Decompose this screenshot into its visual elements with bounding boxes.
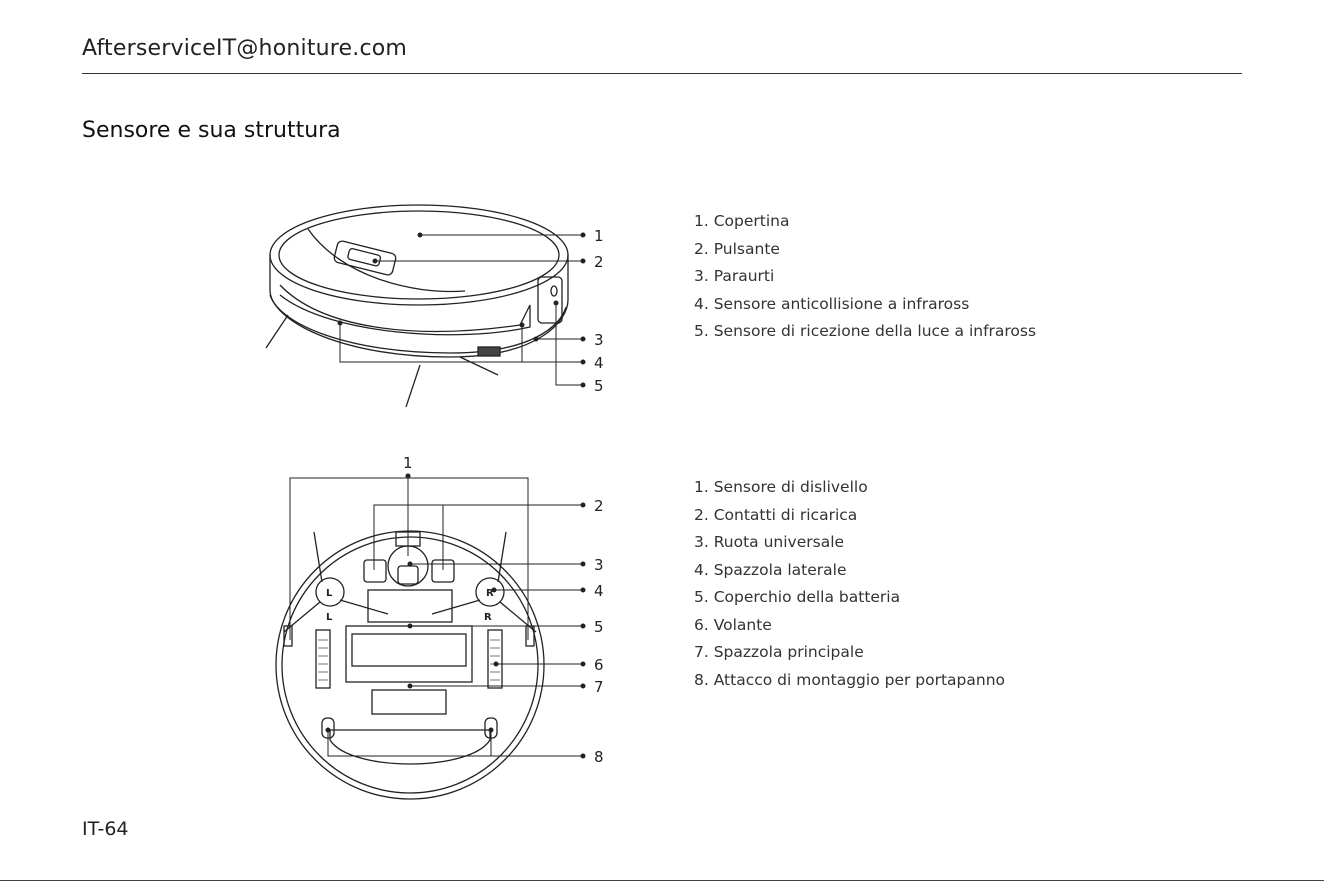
hub-letter-left: L <box>326 588 333 599</box>
drive-wheel-right <box>487 629 503 689</box>
robot-bottom-view-figure: L R L R 1 2 3 4 5 6 7 8 <box>260 450 620 810</box>
robot-button-panel <box>333 240 397 276</box>
battery-cover <box>367 589 453 623</box>
robot-bottom-view-illustration: L R L R 1 2 3 4 5 6 7 8 <box>275 454 604 800</box>
bottom-legend-item: 7. Spazzola principale <box>694 643 864 661</box>
callout-bottom-8: 8 <box>594 748 604 766</box>
header-email: AfterserviceIT@honiture.com <box>82 36 408 61</box>
bottom-legend-item: 8. Attacco di montaggio per portapanno <box>694 670 1006 689</box>
callout-bottom-1: 1 <box>403 454 413 472</box>
bottom-slot <box>371 689 447 715</box>
callout-bottom-7: 7 <box>594 678 604 696</box>
bottom-legend-item: 1. Sensore di dislivello <box>694 478 868 496</box>
callout-top-3: 3 <box>594 331 604 349</box>
header-divider <box>82 73 1242 74</box>
page-number: IT-64 <box>82 818 129 840</box>
footer-divider <box>0 880 1324 881</box>
robot-body-side <box>269 255 569 358</box>
callout-bottom-3: 3 <box>594 556 604 574</box>
bottom-legend-item: 3. Ruota universale <box>694 533 845 551</box>
side-letter-left: L <box>326 612 333 623</box>
side-brush-front <box>405 364 421 408</box>
hub-letter-right: R <box>486 588 494 599</box>
top-view-legend: 1. Copertina 2. Pulsante 3. Paraurti 4. … <box>694 208 1036 346</box>
side-brush-hub-left <box>315 577 345 607</box>
robot-bottom-body <box>275 530 545 800</box>
mop-mount-area <box>329 729 491 765</box>
robot-wheel <box>477 346 501 357</box>
top-legend-item: 2. Pulsante <box>694 239 780 258</box>
callout-bottom-4: 4 <box>594 582 604 600</box>
drive-wheel-left <box>315 629 331 689</box>
robot-top-view-figure: 1 2 3 4 5 <box>260 195 620 415</box>
side-brush-left <box>265 314 289 349</box>
callout-bottom-5: 5 <box>594 618 604 636</box>
ir-receiver-module <box>537 276 563 324</box>
bottom-legend-item: 5. Coperchio della batteria <box>694 588 901 606</box>
callout-top-1: 1 <box>594 227 604 245</box>
side-letter-right: R <box>484 612 492 623</box>
robot-top-view-illustration: 1 2 3 4 5 <box>265 204 604 408</box>
side-brush-hub-right <box>475 577 505 607</box>
charging-contact-left <box>363 559 387 583</box>
callout-top-5: 5 <box>594 377 604 395</box>
callout-top-4: 4 <box>594 354 604 372</box>
bottom-legend-item: 4. Spazzola laterale <box>694 560 847 579</box>
section-title: Sensore e sua struttura <box>82 118 341 143</box>
bottom-legend-item: 2. Contatti di ricarica <box>694 505 858 524</box>
top-legend-item: 4. Sensore anticollisione a infraross <box>694 294 970 313</box>
bottom-legend-item: 6. Volante <box>694 615 772 634</box>
bottom-view-legend: 1. Sensore di dislivello 2. Contatti di … <box>694 474 1005 694</box>
callout-bottom-6: 6 <box>594 656 604 674</box>
top-legend-item: 5. Sensore di ricezione della luce a inf… <box>694 322 1037 340</box>
callout-bottom-2: 2 <box>594 497 604 515</box>
side-brush-right <box>459 356 499 376</box>
robot-top-cover <box>269 204 569 306</box>
top-legend-item: 3. Paraurti <box>694 267 775 285</box>
callout-top-2: 2 <box>594 253 604 271</box>
top-legend-item: 1. Copertina <box>694 212 790 230</box>
